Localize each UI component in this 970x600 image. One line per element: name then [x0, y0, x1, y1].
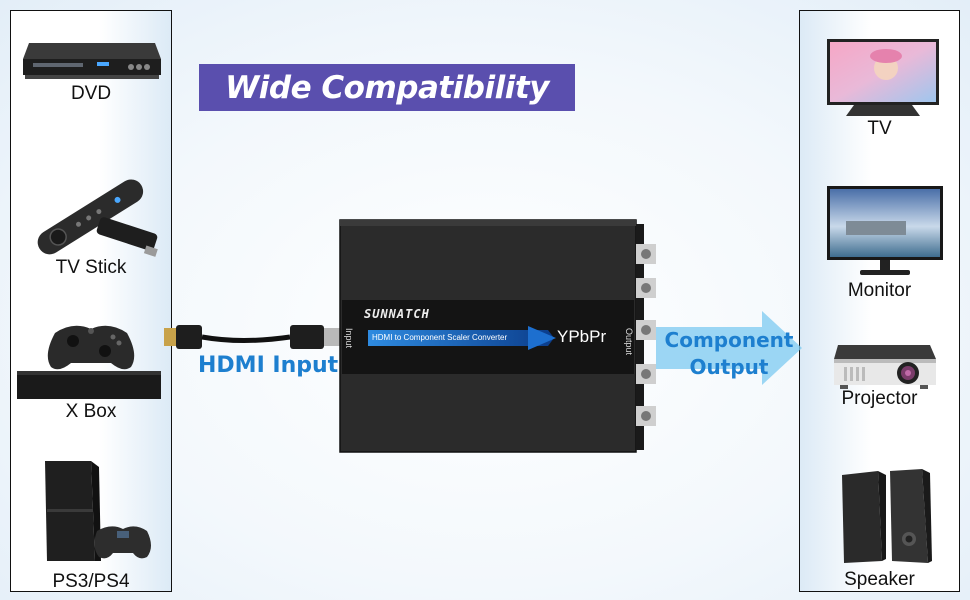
component-output-label: Component Output — [660, 327, 798, 381]
projector-icon — [834, 345, 936, 389]
tv-icon — [827, 39, 939, 116]
device-label-tv: TV — [867, 118, 892, 139]
monitor-icon — [827, 186, 943, 275]
device-label-speaker: Speaker — [844, 569, 915, 590]
converter-box — [339, 219, 656, 453]
input-port-label: Input — [344, 328, 354, 349]
device-label-dvd: DVD — [70, 83, 112, 104]
format-label: YPbPr — [557, 327, 607, 346]
output-port-label: Output — [624, 328, 634, 356]
xbox-icon — [17, 325, 161, 399]
component-output-line2: Output — [689, 355, 769, 379]
device-label-ps: PS3/PS4 — [52, 571, 130, 592]
device-label-monitor: Monitor — [847, 280, 912, 301]
device-label-xbox: X Box — [65, 401, 117, 422]
tv-stick-icon — [37, 179, 158, 257]
converter-strip-text: HDMI to Component Scaler Converter — [372, 333, 508, 342]
component-output-line1: Component — [664, 328, 794, 352]
display-devices-panel: TV Monitor Projector Speaker — [799, 10, 960, 592]
hdmi-input-label: HDMI Input — [198, 353, 339, 378]
source-devices-panel: DVD TV Stick X Box PS3/PS4 — [10, 10, 172, 592]
speaker-icon — [842, 469, 932, 563]
hdmi-cable — [164, 325, 340, 349]
title-banner: Wide Compatibility — [199, 64, 575, 111]
device-label-tv-stick: TV Stick — [55, 257, 127, 278]
output-arrow-icon — [656, 311, 802, 385]
ps4-icon — [45, 461, 151, 561]
device-label-projector: Projector — [841, 388, 918, 409]
dvd-player-icon — [23, 43, 161, 79]
brand-label: SUNNATCH — [364, 307, 430, 321]
